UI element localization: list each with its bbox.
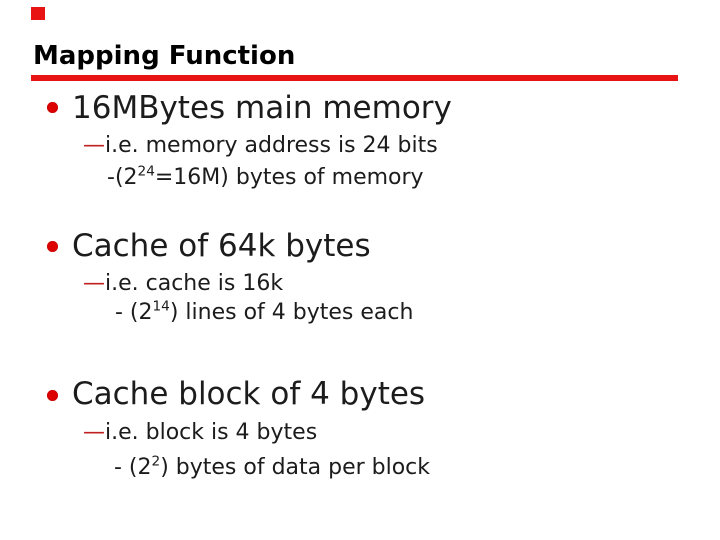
sub-bullet-text: i.e. block is 4 bytes <box>105 420 318 445</box>
formula-post: ) bytes of data per block <box>160 455 431 480</box>
bullet-heading: Cache of 64k bytes <box>72 228 371 264</box>
em-dash-icon: — <box>83 271 105 296</box>
formula-pre: - (2 <box>115 300 153 325</box>
sub-bullet-line: —i.e. block is 4 bytes <box>83 422 317 444</box>
bullet-dot-icon <box>47 390 58 401</box>
sub-sub-bullet-line: - (214) lines of 4 bytes each <box>115 298 414 325</box>
formula-post: =16M) bytes of memory <box>154 165 424 190</box>
bullet-heading: 16MBytes main memory <box>72 90 452 126</box>
formula-post: ) lines of 4 bytes each <box>169 300 414 325</box>
exponent: 24 <box>137 163 155 180</box>
exponent: 2 <box>151 453 161 470</box>
exponent: 14 <box>152 298 170 315</box>
bullet-dot-icon <box>47 241 58 252</box>
sub-bullet-text: i.e. cache is 16k <box>105 271 284 296</box>
bullet-dot-icon <box>47 102 58 113</box>
sub-bullet-text: i.e. memory address is 24 bits <box>105 133 438 158</box>
bullet-heading: Cache block of 4 bytes <box>72 376 426 412</box>
slide-title: Mapping Function <box>33 41 296 71</box>
title-underline-rule <box>31 75 678 81</box>
corner-accent-square-icon <box>31 7 45 20</box>
sub-sub-bullet-line: -(224=16M) bytes of memory <box>107 163 424 190</box>
sub-sub-bullet-line: - (22) bytes of data per block <box>114 453 431 480</box>
sub-bullet-line: —i.e. cache is 16k <box>83 273 283 295</box>
formula-pre: - (2 <box>114 455 152 480</box>
formula-pre: -(2 <box>107 165 138 190</box>
em-dash-icon: — <box>83 420 105 445</box>
em-dash-icon: — <box>83 133 105 158</box>
sub-bullet-line: —i.e. memory address is 24 bits <box>83 135 438 157</box>
